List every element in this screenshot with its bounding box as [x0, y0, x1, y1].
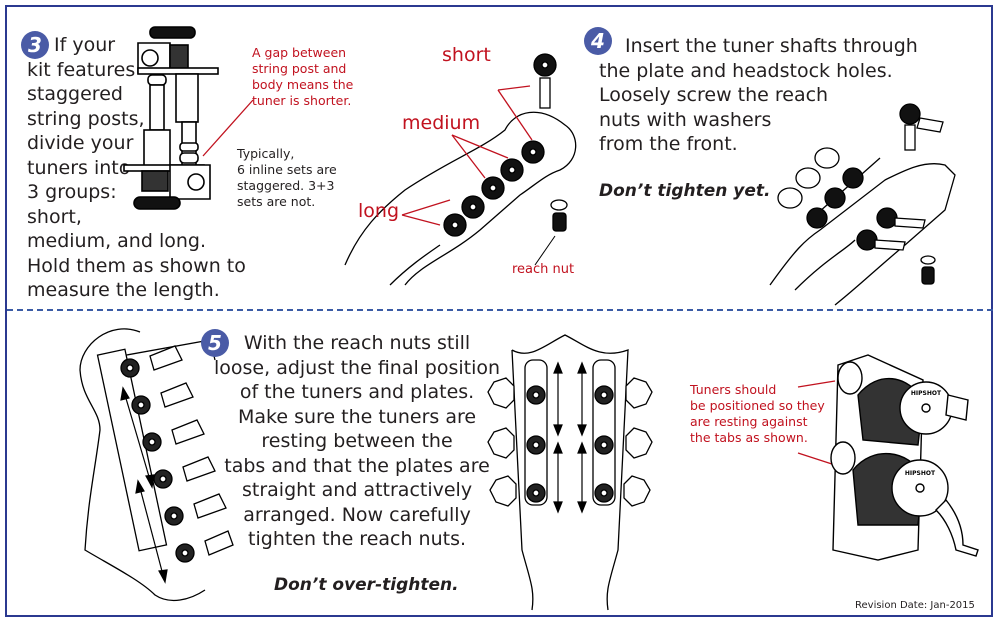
step-4-badge: 4	[584, 27, 612, 55]
reach-nut-icon	[552, 212, 567, 232]
tuner-icon	[461, 195, 485, 219]
step-4-instructions: Insert the tuner shafts through the plat…	[599, 34, 918, 157]
tuner-tab-closeup-illustration: HIPSHOT HIPSHOT	[830, 354, 979, 561]
label-short: short	[442, 44, 491, 66]
tabs-callout: Tuners should be positioned so they are …	[690, 382, 825, 445]
adjust-arrow-icon	[124, 394, 151, 481]
tuner-icon	[175, 543, 195, 563]
staggered-headstock-illustration	[344, 53, 577, 286]
tuner-icon	[533, 53, 557, 77]
tuner-icon	[594, 435, 614, 455]
step-5-text: With the reach nuts still loose, adjust …	[214, 332, 501, 550]
section-divider	[7, 309, 993, 311]
6-inline-headstock-alignment-illustration	[79, 328, 234, 602]
tuner-icon	[164, 506, 184, 526]
tuner-icon	[142, 432, 162, 452]
label-long: long	[358, 200, 400, 222]
tuner-icon	[594, 483, 614, 503]
tuner-icon	[594, 385, 614, 405]
tuner-icon	[500, 158, 524, 182]
step-3-badge: 3	[21, 31, 49, 59]
gap-callout-leader-line	[202, 99, 254, 157]
step-5-instructions: With the reach nuts still loose, adjust …	[214, 331, 500, 552]
revision-date: Revision Date: Jan-2015	[855, 600, 975, 611]
step-5-badge: 5	[201, 329, 229, 357]
step-4-text: Insert the tuner shafts through the plat…	[599, 35, 918, 155]
step-4-warning: Don’t tighten yet.	[599, 181, 771, 201]
tuner-icon	[526, 483, 546, 503]
3x3-headstock-install-illustration	[769, 103, 956, 306]
tuner-button-icon	[149, 26, 196, 39]
tuner-icon	[120, 358, 140, 378]
stagger-note: Typically, 6 inline sets are staggered. …	[237, 146, 337, 209]
step-3-text: If your kit features staggered string po…	[27, 34, 246, 301]
tuner-icon	[131, 395, 151, 415]
tuner-icon	[521, 140, 545, 164]
step-3-instructions: If your kit features staggered string po…	[27, 33, 246, 303]
tuner-brand-text: HIPSHOT	[911, 390, 942, 397]
reach-nut-icon	[921, 266, 935, 285]
tuner-icon	[526, 385, 546, 405]
page-border	[5, 5, 993, 617]
tuner-brand-text: HIPSHOT	[905, 470, 936, 477]
tuner-icon	[153, 469, 173, 489]
adjust-arrow-icon	[139, 487, 164, 576]
tuner-icon	[526, 435, 546, 455]
step-5-warning: Don’t over-tighten.	[274, 575, 459, 595]
tuner-icon	[443, 213, 467, 237]
label-reach-nut: reach nut	[512, 262, 575, 277]
tuner-length-comparison-illustration	[123, 26, 219, 210]
label-medium: medium	[402, 112, 481, 134]
tabs-callout-leader-lines	[797, 380, 836, 466]
tuner-icon	[481, 176, 505, 200]
gap-callout: A gap between string post and body means…	[252, 45, 354, 108]
3x3-headstock-alignment-illustration	[487, 334, 653, 611]
